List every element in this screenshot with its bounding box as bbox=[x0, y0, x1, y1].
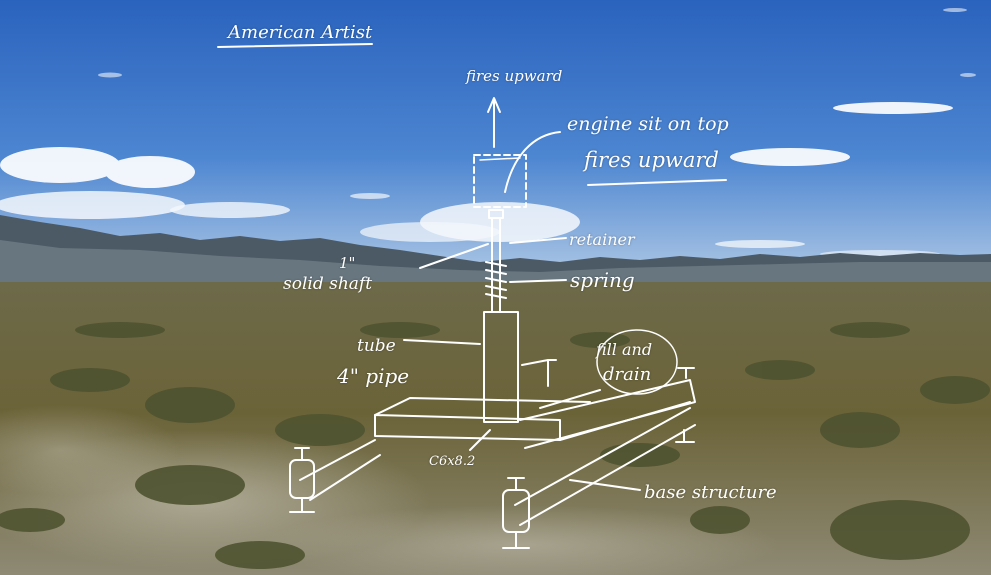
spring-note: spring bbox=[570, 268, 635, 292]
engine-note: engine sit on top bbox=[567, 113, 729, 135]
tube-note: tube bbox=[357, 336, 396, 356]
base-structure-note: base structure bbox=[644, 482, 777, 503]
fires-upward-top-note: fires upward bbox=[466, 67, 563, 85]
drain-note: drain bbox=[603, 364, 652, 385]
shaft-size-note: 1" bbox=[339, 254, 356, 272]
fires-upward-note: fires upward bbox=[584, 148, 719, 172]
solid-shaft-note: solid shaft bbox=[283, 274, 373, 294]
fill-note: fill and bbox=[596, 340, 653, 359]
title-note: American Artist bbox=[228, 22, 373, 43]
shrubs bbox=[0, 322, 990, 569]
channel-dimension-note: C6x8.2 bbox=[429, 454, 476, 469]
launcher-sketch bbox=[217, 43, 727, 549]
pipe-note: 4" pipe bbox=[337, 364, 410, 388]
retainer-note: retainer bbox=[569, 230, 635, 249]
